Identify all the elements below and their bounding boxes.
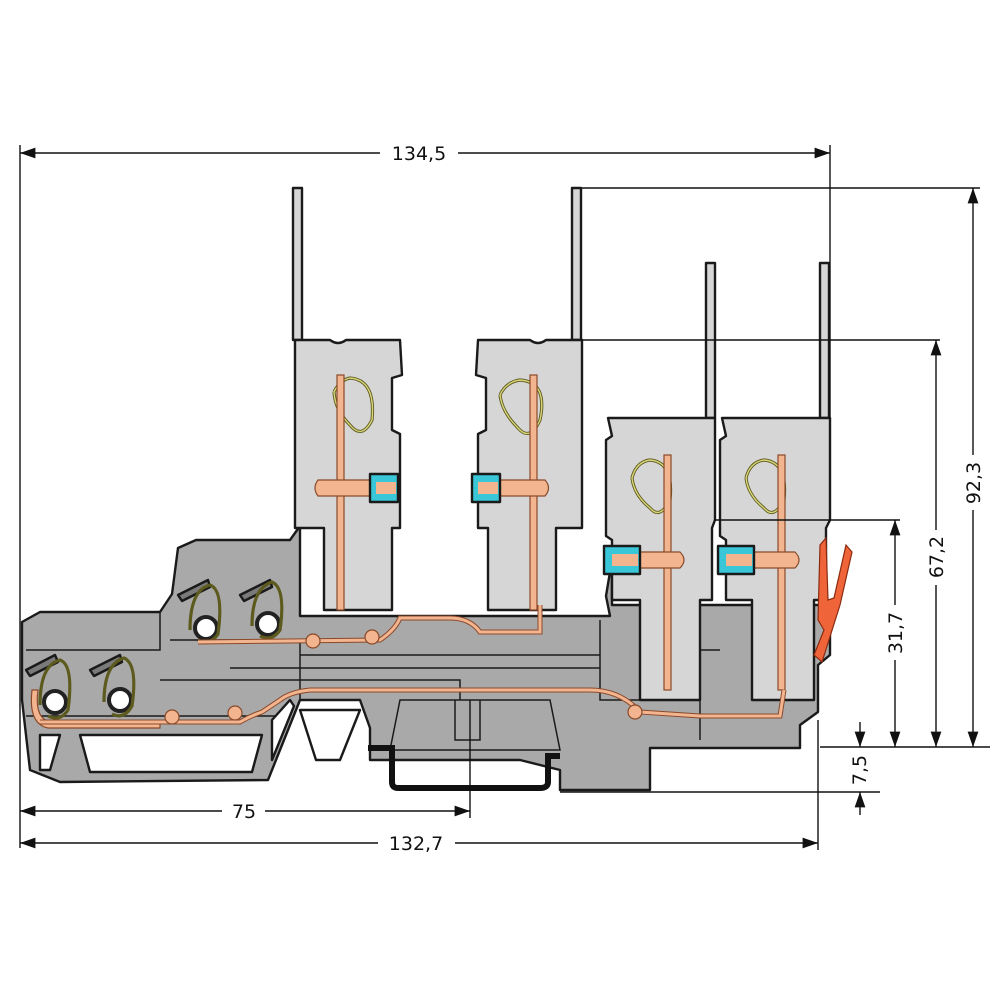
dim-overall-width-top: 134,5 bbox=[19, 143, 830, 165]
cage-clamp-upper-2 bbox=[238, 578, 284, 640]
svg-text:75: 75 bbox=[232, 801, 256, 823]
release-lever bbox=[813, 536, 853, 664]
svg-text:134,5: 134,5 bbox=[392, 143, 446, 165]
dim-height-base: 31,7 bbox=[885, 520, 907, 747]
dim-height-plug: 67,2 bbox=[926, 340, 948, 747]
dim-overall-width-bottom: 132,7 bbox=[19, 833, 818, 855]
svg-text:67,2: 67,2 bbox=[926, 536, 948, 578]
svg-text:92,3: 92,3 bbox=[963, 462, 985, 504]
plug-module-3 bbox=[602, 261, 717, 702]
plug-module-2 bbox=[470, 186, 584, 612]
cage-clamp-lower-2 bbox=[88, 653, 136, 718]
svg-text:132,7: 132,7 bbox=[389, 833, 443, 855]
dim-height-total: 92,3 bbox=[963, 188, 985, 747]
svg-text:7,5: 7,5 bbox=[849, 755, 871, 785]
dim-rail-to-left: 75 bbox=[19, 801, 470, 823]
busbars bbox=[40, 605, 787, 725]
dim-rail-offset: 7,5 bbox=[849, 722, 871, 815]
svg-text:31,7: 31,7 bbox=[885, 612, 907, 654]
plug-module-1 bbox=[291, 186, 404, 612]
din-rail bbox=[368, 745, 560, 791]
